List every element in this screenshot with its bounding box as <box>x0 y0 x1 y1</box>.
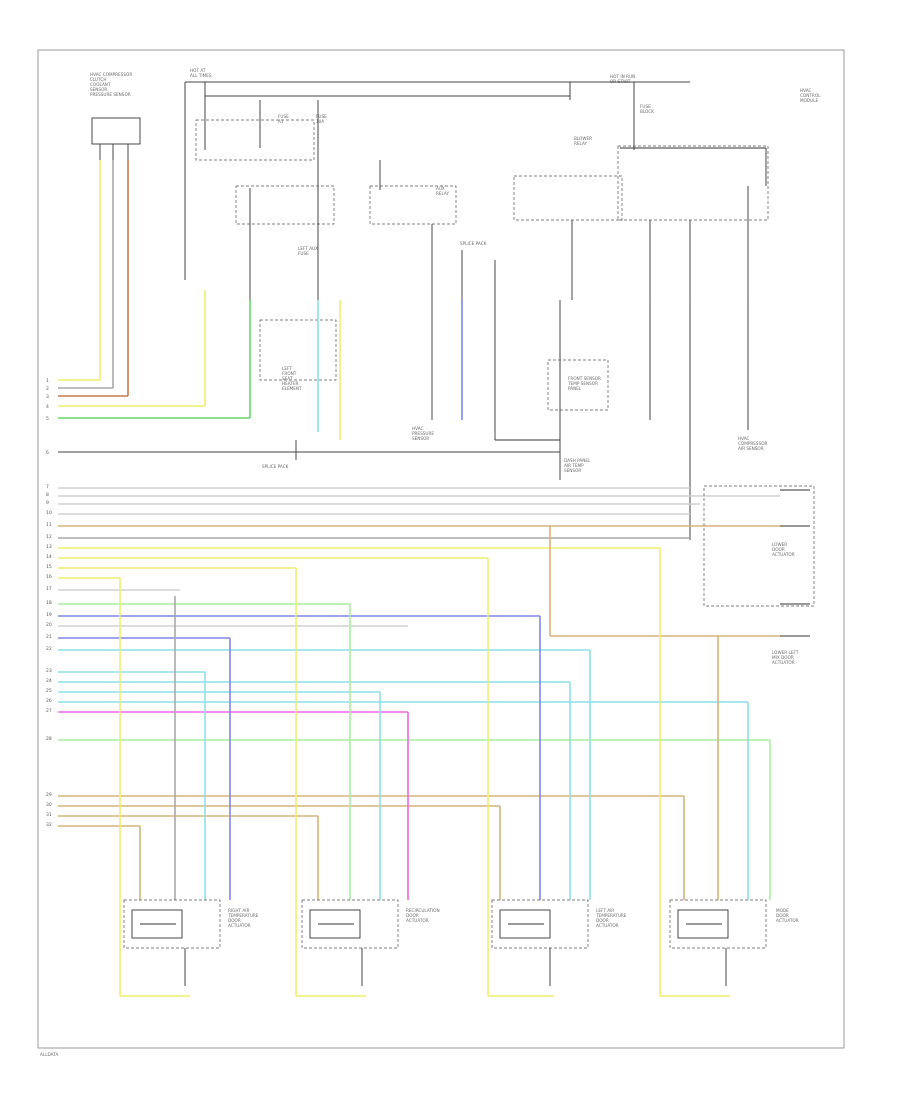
svg-text:9: 9 <box>46 500 49 506</box>
svg-text:14: 14 <box>46 554 52 560</box>
svg-text:16: 16 <box>46 574 52 580</box>
svg-text:18: 18 <box>46 600 52 606</box>
left-connector: 1 2 3 4 5 6 7 8 9 10 11 12 13 14 15 16 1… <box>46 378 52 828</box>
svg-text:23: 23 <box>46 668 52 674</box>
sensor-wires <box>58 160 251 419</box>
svg-text:17: 17 <box>46 586 52 592</box>
svg-text:27: 27 <box>46 708 52 714</box>
svg-text:30: 30 <box>46 802 52 808</box>
svg-text:22: 22 <box>46 646 52 652</box>
svg-text:26: 26 <box>46 698 52 704</box>
svg-text:15: 15 <box>46 564 52 570</box>
svg-text:24: 24 <box>46 678 52 684</box>
svg-text:SPLICE PACK: SPLICE PACK <box>460 241 487 246</box>
svg-text:25: 25 <box>46 688 52 694</box>
svg-text:10: 10 <box>46 510 52 516</box>
svg-text:SPLICE PACK: SPLICE PACK <box>262 464 289 469</box>
svg-text:6: 6 <box>46 450 49 456</box>
svg-text:8: 8 <box>46 492 49 498</box>
svg-text:2: 2 <box>46 386 49 392</box>
svg-text:1: 1 <box>46 378 49 384</box>
svg-text:31: 31 <box>46 812 52 818</box>
svg-text:11: 11 <box>46 522 52 528</box>
svg-text:4: 4 <box>46 404 49 410</box>
svg-text:12: 12 <box>46 534 52 540</box>
svg-text:32: 32 <box>46 822 52 828</box>
svg-text:21: 21 <box>46 634 52 640</box>
svg-text:29: 29 <box>46 792 52 798</box>
svg-text:28: 28 <box>46 736 52 742</box>
svg-text:3: 3 <box>46 394 49 400</box>
diagram-frame <box>37 49 845 1049</box>
svg-text:20: 20 <box>46 622 52 628</box>
horizontal-bus <box>58 451 780 827</box>
footer-label: ALLDATA <box>40 1052 58 1057</box>
svg-text:5: 5 <box>46 416 49 422</box>
actuator-drops <box>119 548 771 996</box>
svg-text:19: 19 <box>46 612 52 618</box>
svg-text:7: 7 <box>46 484 49 490</box>
svg-text:13: 13 <box>46 544 52 550</box>
